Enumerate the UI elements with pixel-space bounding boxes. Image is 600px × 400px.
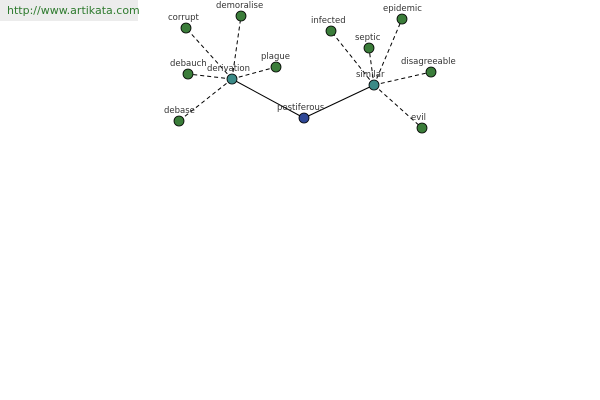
word-node-label: demoralise	[216, 1, 263, 11]
edge-similar-infected	[330, 30, 375, 86]
word-node-evil[interactable]: evil	[411, 113, 428, 134]
edge-derivation-debase	[178, 78, 233, 122]
edge-derivation-debauch	[187, 73, 233, 80]
word-node-plague[interactable]: plague	[261, 52, 290, 73]
word-node-label: debauch	[170, 59, 207, 69]
edge-derivation-plague	[231, 66, 277, 80]
relation-node-circle[interactable]	[368, 79, 380, 91]
word-node-corrupt[interactable]: corrupt	[168, 13, 199, 34]
graph-edges	[178, 15, 432, 129]
word-node-label: disagreeable	[401, 57, 456, 67]
word-node-label: infected	[311, 16, 346, 26]
edge-derivation-demoralise	[231, 15, 242, 80]
edge-derivation-corrupt	[185, 27, 233, 80]
word-node-label: evil	[411, 113, 426, 123]
word-node-circle[interactable]	[180, 22, 192, 34]
word-node-debase[interactable]: debase	[164, 106, 195, 127]
edge-root-derivation	[231, 78, 305, 119]
word-node-disagreeable[interactable]: disagreeable	[401, 57, 456, 78]
word-node-circle[interactable]	[182, 68, 194, 80]
root-node-pestiferous[interactable]: pestiferous	[277, 103, 325, 124]
word-node-circle[interactable]	[416, 122, 428, 134]
word-node-circle[interactable]	[396, 13, 408, 25]
word-node-infected[interactable]: infected	[311, 16, 346, 37]
graph-nodes: pestiferous derivation similar corrupt demor…	[164, 1, 456, 134]
word-node-circle[interactable]	[235, 10, 247, 22]
site-url-link[interactable]: http://www.artikata.com	[0, 0, 140, 21]
edge-similar-disagreeable	[373, 71, 432, 86]
word-node-label: debase	[164, 106, 195, 116]
word-node-circle[interactable]	[173, 115, 185, 127]
word-node-circle[interactable]	[270, 61, 282, 73]
relation-node-derivation[interactable]: derivation	[207, 64, 250, 85]
edge-root-similar	[303, 84, 375, 119]
word-node-label: plague	[261, 52, 290, 62]
edge-similar-evil	[373, 84, 423, 129]
root-node-circle[interactable]	[298, 112, 310, 124]
word-node-septic[interactable]: septic	[355, 33, 381, 54]
word-node-circle[interactable]	[363, 42, 375, 54]
word-node-label: corrupt	[168, 13, 199, 23]
root-node-label: pestiferous	[277, 103, 325, 113]
relation-node-label: derivation	[207, 64, 250, 74]
word-node-circle[interactable]	[325, 25, 337, 37]
word-node-debauch[interactable]: debauch	[170, 59, 207, 80]
word-node-demoralise[interactable]: demoralise	[216, 1, 263, 22]
relation-node-similar[interactable]: similar	[356, 70, 385, 91]
relation-node-label: similar	[356, 70, 385, 80]
word-node-circle[interactable]	[425, 66, 437, 78]
edge-similar-septic	[368, 47, 375, 86]
edge-similar-epidemic	[373, 18, 403, 86]
word-node-label: epidemic	[383, 4, 422, 14]
word-node-label: septic	[355, 33, 381, 43]
relation-node-circle[interactable]	[226, 73, 238, 85]
word-node-epidemic[interactable]: epidemic	[383, 4, 422, 25]
